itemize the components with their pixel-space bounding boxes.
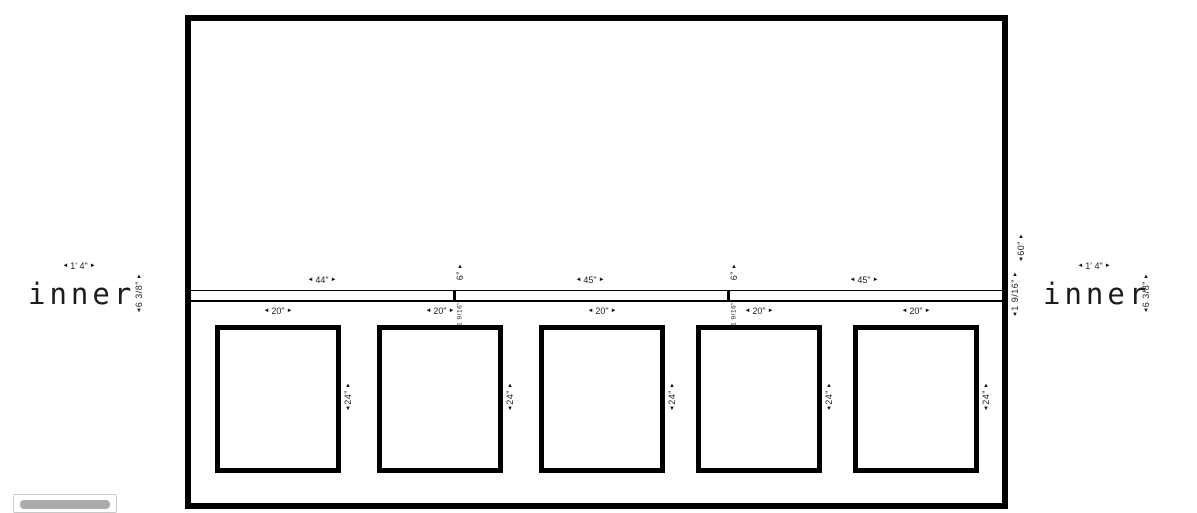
arrow-left-icon: ◄ bbox=[587, 308, 594, 314]
widget-handle[interactable] bbox=[20, 500, 110, 509]
dim-value: 24" bbox=[981, 390, 991, 405]
frame-opening-3[interactable] bbox=[539, 325, 665, 473]
arrow-down-icon: ▼ bbox=[826, 405, 832, 412]
frame-3-width-dim: ◄ 20" ► bbox=[587, 306, 616, 316]
frame-opening-2[interactable] bbox=[377, 325, 503, 473]
inner-label-right[interactable]: inner bbox=[1043, 277, 1151, 311]
dim-value: 1' 4" bbox=[1085, 261, 1103, 271]
inner-right-height-dim: ▲ 6 3/8" ▼ bbox=[1141, 274, 1151, 314]
arrow-up-icon: ▲ bbox=[457, 264, 463, 270]
dim-value: 45" bbox=[583, 275, 597, 285]
inner-label-left[interactable]: inner bbox=[28, 277, 136, 311]
arrow-right-icon: ► bbox=[610, 308, 617, 314]
frame-5-height-dim: ▲ 24" ▼ bbox=[981, 383, 991, 412]
frame-2-width-dim: ◄ 20" ► bbox=[425, 306, 454, 316]
arrow-right-icon: ► bbox=[89, 263, 96, 269]
rail-divider-2[interactable] bbox=[727, 290, 730, 302]
dim-value: 20" bbox=[433, 306, 447, 316]
rail-right-lower-dim: ▲ 1 9/16" ▼ bbox=[1010, 272, 1020, 318]
dim-value: 24" bbox=[667, 390, 677, 405]
frame-opening-1[interactable] bbox=[215, 325, 341, 473]
arrow-right-icon: ► bbox=[1104, 263, 1111, 269]
arrow-down-icon: ▼ bbox=[669, 405, 675, 412]
dim-value: 1' 4" bbox=[70, 261, 88, 271]
dim-value: 1 9/16" bbox=[456, 302, 464, 326]
arrow-down-icon: ▼ bbox=[983, 405, 989, 412]
dim-value: 60" bbox=[1016, 241, 1026, 256]
dim-value: 6" bbox=[455, 271, 465, 281]
dim-value: 44" bbox=[315, 275, 329, 285]
arrow-right-icon: ► bbox=[924, 308, 931, 314]
dim-value: 24" bbox=[343, 390, 353, 405]
inner-left-height-dim: ▲ 6 3/8" ▼ bbox=[134, 274, 144, 314]
arrow-left-icon: ◄ bbox=[307, 277, 314, 283]
dim-value: 1 9/16" bbox=[730, 302, 738, 326]
arrow-left-icon: ◄ bbox=[425, 308, 432, 314]
arrow-up-icon: ▲ bbox=[983, 383, 989, 389]
arrow-right-icon: ► bbox=[872, 277, 879, 283]
arrow-up-icon: ▲ bbox=[136, 274, 142, 280]
arrow-left-icon: ◄ bbox=[849, 277, 856, 283]
arrow-left-icon: ◄ bbox=[744, 308, 751, 314]
arrow-right-icon: ► bbox=[286, 308, 293, 314]
dim-value: 20" bbox=[595, 306, 609, 316]
dim-value: 24" bbox=[824, 390, 834, 405]
dim-value: 20" bbox=[271, 306, 285, 316]
rail-band[interactable] bbox=[191, 290, 1002, 302]
frame-opening-5[interactable] bbox=[853, 325, 979, 473]
divider-2-above-dim: ▲ 6" bbox=[729, 264, 739, 280]
frame-2-height-dim: ▲ 24" ▼ bbox=[505, 383, 515, 412]
rail-segment-2-dim: ◄ 45" ► bbox=[575, 275, 604, 285]
arrow-up-icon: ▲ bbox=[731, 264, 737, 270]
arrow-right-icon: ► bbox=[767, 308, 774, 314]
arrow-down-icon: ▼ bbox=[136, 308, 142, 315]
arrow-left-icon: ◄ bbox=[62, 263, 69, 269]
divider-1-above-dim: ▲ 6" bbox=[455, 264, 465, 280]
arrow-up-icon: ▲ bbox=[826, 383, 832, 389]
inner-right-width-dim: ◄ 1' 4" ► bbox=[1077, 261, 1110, 271]
arrow-up-icon: ▲ bbox=[1143, 274, 1149, 280]
rail-segment-1-dim: ◄ 44" ► bbox=[307, 275, 336, 285]
frame-1-width-dim: ◄ 20" ► bbox=[263, 306, 292, 316]
arrow-up-icon: ▲ bbox=[507, 383, 513, 389]
arrow-up-icon: ▲ bbox=[1012, 272, 1018, 278]
rail-divider-1[interactable] bbox=[453, 290, 456, 302]
rail-segment-3-dim: ◄ 45" ► bbox=[849, 275, 878, 285]
inner-left-width-dim: ◄ 1' 4" ► bbox=[62, 261, 95, 271]
rail-right-upper-dim: ▲ 60" ▼ bbox=[1016, 234, 1026, 263]
arrow-down-icon: ▼ bbox=[507, 405, 513, 412]
arrow-right-icon: ► bbox=[448, 308, 455, 314]
frame-4-height-dim: ▲ 24" ▼ bbox=[824, 383, 834, 412]
arrow-left-icon: ◄ bbox=[1077, 263, 1084, 269]
dim-value: 1 9/16" bbox=[1010, 279, 1020, 311]
arrow-up-icon: ▲ bbox=[669, 383, 675, 389]
bottom-left-widget[interactable] bbox=[13, 494, 117, 513]
arrow-up-icon: ▲ bbox=[345, 383, 351, 389]
frame-opening-4[interactable] bbox=[696, 325, 822, 473]
dim-value: 20" bbox=[752, 306, 766, 316]
arrow-down-icon: ▼ bbox=[345, 405, 351, 412]
dim-value: 45" bbox=[857, 275, 871, 285]
arrow-up-icon: ▲ bbox=[1018, 234, 1024, 240]
arrow-down-icon: ▼ bbox=[1143, 308, 1149, 315]
frame-1-height-dim: ▲ 24" ▼ bbox=[343, 383, 353, 412]
arrow-down-icon: ▼ bbox=[1012, 311, 1018, 318]
frame-3-height-dim: ▲ 24" ▼ bbox=[667, 383, 677, 412]
arrow-right-icon: ► bbox=[598, 277, 605, 283]
arrow-right-icon: ► bbox=[330, 277, 337, 283]
dim-value: 24" bbox=[505, 390, 515, 405]
dim-value: 6" bbox=[729, 271, 739, 281]
frame-4-width-dim: ◄ 20" ► bbox=[744, 306, 773, 316]
dim-value: 6 3/8" bbox=[134, 281, 144, 308]
arrow-left-icon: ◄ bbox=[263, 308, 270, 314]
arrow-left-icon: ◄ bbox=[575, 277, 582, 283]
arrow-left-icon: ◄ bbox=[901, 308, 908, 314]
frame-5-width-dim: ◄ 20" ► bbox=[901, 306, 930, 316]
arrow-down-icon: ▼ bbox=[1018, 256, 1024, 263]
dim-value: 20" bbox=[909, 306, 923, 316]
dim-value: 6 3/8" bbox=[1141, 281, 1151, 308]
